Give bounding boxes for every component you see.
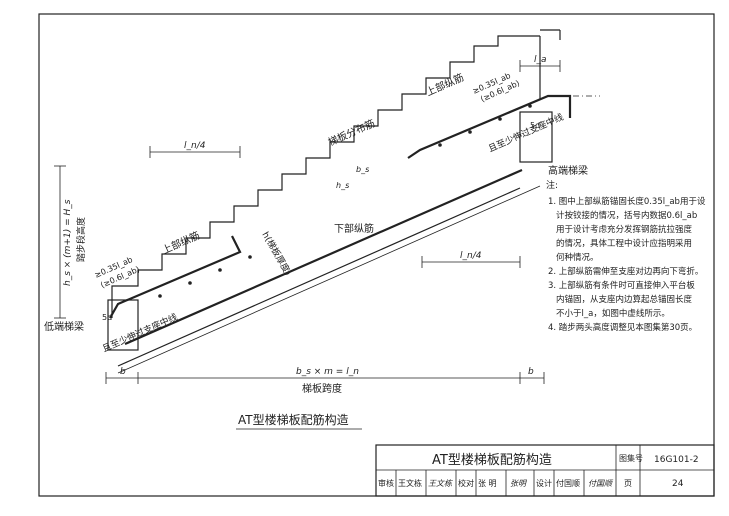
bottom-rebar-line [124, 168, 523, 346]
label-ln4-right: l_n/4 [460, 251, 482, 261]
label-la: l_a [534, 55, 547, 65]
review-signature: 王文栋 [428, 479, 453, 488]
notes-title: 注: [546, 179, 558, 191]
beams [107, 111, 553, 351]
check-label: 校对 [458, 478, 474, 488]
label-b-left: b [120, 367, 126, 377]
label-span-formula: b_s × m = l_n [296, 367, 359, 377]
sheet-border [38, 13, 715, 497]
title-block-title: AT型楼梯板配筋构造 [432, 452, 552, 468]
note-line: 3. 上部纵筋有条件时可直接伸入平台板 [548, 280, 695, 291]
note-line: 不小于l_a，如图中虚线所示。 [556, 308, 670, 319]
label-top-rebar-left: 上部纵筋 [160, 229, 202, 257]
label-distribution-bar: 梯板分布筋 [326, 117, 377, 149]
title-block: AT型楼梯板配筋构造 图集号 16G101-2 审核 王文栋 王文栋 校对 张 … [375, 444, 715, 497]
diagram-caption: AT型楼梯板配筋构造 [238, 412, 349, 427]
note-line: 何种情况。 [556, 252, 599, 263]
rebars [109, 94, 600, 346]
note-line: 的情况，具体工程中设计应指明采用 [556, 238, 692, 249]
design-name: 付国顺 [556, 478, 580, 488]
review-label: 审核 [378, 478, 394, 488]
dimensions [54, 60, 561, 384]
note-line: 4. 踏步两头高度调整见本图集第30页。 [548, 322, 697, 333]
distribution-dots [158, 104, 532, 298]
top-rebar-left-line [109, 235, 242, 319]
label-slab-thickness: h(梯板厚度) [259, 230, 294, 278]
note-line: 2. 上部纵筋需伸至支座对边再向下弯折。 [548, 266, 703, 277]
label-bs: b_s [356, 165, 369, 174]
step-profile [111, 35, 540, 318]
diagram-labels: 上部纵筋 ≥0.35l_ab (≥0.6l_ab) l_a 梯板分布筋 且至少伸… [44, 55, 588, 430]
note-line: 内锚固，从支座内边算起总锚固长度 [556, 294, 693, 305]
check-signature: 张明 [510, 479, 528, 488]
label-hs: h_s [336, 181, 349, 190]
low-beam-rect [107, 299, 139, 351]
label-b-right: b [528, 367, 534, 377]
check-name: 张 明 [478, 479, 497, 488]
high-beam-rect [519, 111, 553, 163]
label-span: 梯板跨度 [302, 382, 342, 395]
design-label: 设计 [536, 478, 552, 488]
stair-slab [111, 29, 561, 374]
atlas-number: 16G101-2 [654, 455, 699, 465]
label-d5-right: 5d [530, 121, 540, 130]
design-signature: 付国顺 [588, 479, 614, 488]
top-rebar-right-line [407, 94, 572, 159]
note-line: 1. 图中上部纵筋锚固长度0.35l_ab用于设 [548, 196, 706, 207]
page-label: 页 [624, 479, 632, 488]
label-height-formula: h_s × (m+1) = H_s [63, 199, 73, 286]
note-line: 计按铰接的情况，括号内数据0.6l_ab [556, 210, 697, 221]
page-number: 24 [672, 479, 684, 489]
label-high-beam: 高端梯梁 [548, 164, 588, 177]
atlas-label: 图集号 [619, 453, 643, 463]
label-top-rebar: 上部纵筋 [424, 71, 466, 99]
notes: 注: 1. 图中上部纵筋锚固长度0.35l_ab用于设 计按铰接的情况，括号内数… [546, 179, 706, 333]
label-d5-left: 5d [102, 313, 112, 322]
label-ln4-top: l_n/4 [184, 141, 206, 151]
label-low-beam: 低端梯梁 [44, 320, 84, 333]
label-step-height: 踏步段高度 [75, 217, 87, 262]
note-line: 用于设计考虑充分发挥钢筋抗拉强度 [556, 224, 693, 235]
label-bottom-rebar: 下部纵筋 [334, 222, 374, 235]
review-name: 王文栋 [398, 478, 422, 488]
